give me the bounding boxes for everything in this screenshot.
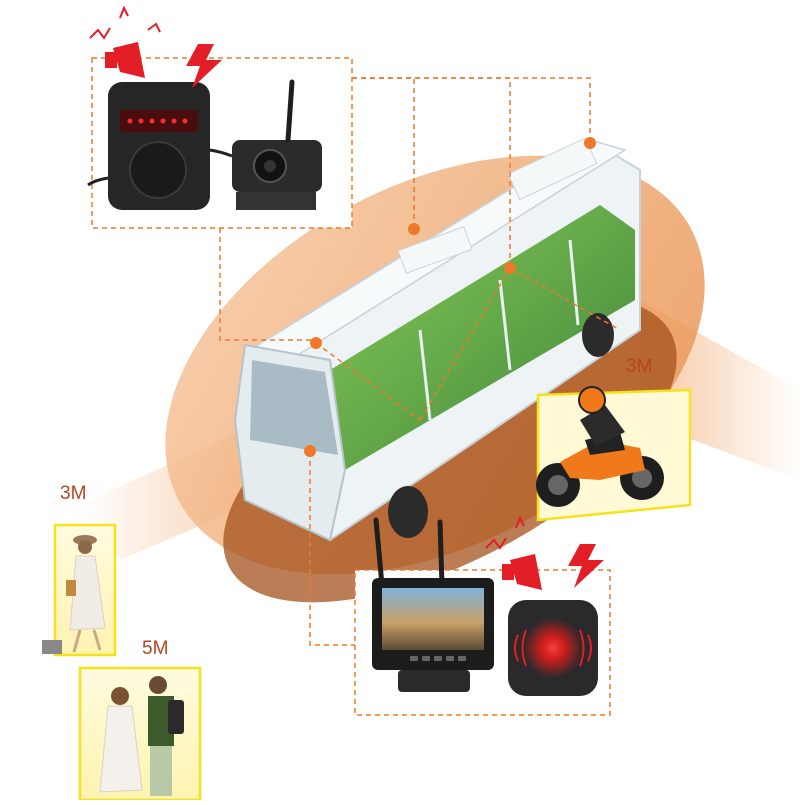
connector-line — [315, 342, 421, 421]
speaker-grille — [129, 141, 187, 199]
antenna-icon — [437, 519, 445, 588]
bus-windows — [330, 205, 635, 470]
buzzer-alarm-unit — [508, 600, 598, 696]
connector-line — [419, 267, 511, 421]
pedestrian-trousers — [150, 746, 172, 796]
pedestrian-dress — [99, 705, 143, 793]
rear-camera-unit — [209, 79, 322, 210]
alarm-speaker-icon — [502, 554, 542, 590]
antenna-icon — [285, 79, 295, 143]
connector-line — [509, 267, 621, 331]
sensor-point — [304, 445, 316, 457]
motorcycle-rider — [536, 386, 664, 507]
sound-wave-icon — [485, 515, 525, 550]
connector-line — [309, 452, 355, 646]
roof-unit-front — [397, 226, 473, 274]
antenna-icon — [373, 517, 385, 588]
pedestrian-backpack — [168, 700, 184, 734]
front-wheel — [388, 486, 428, 538]
rider-helmet — [578, 386, 606, 414]
speaker-leds — [127, 118, 188, 124]
sensor-point — [408, 223, 420, 235]
sound-wave-icon — [89, 5, 161, 40]
ground-shadow — [42, 640, 62, 654]
distance-label-left-far: 5M — [142, 638, 169, 659]
speaker-led-panel — [120, 110, 198, 132]
pedestrian-head — [149, 676, 167, 694]
sensor-point — [310, 337, 322, 349]
pedestrian-leg — [72, 629, 82, 653]
pedestrian-head — [111, 687, 129, 705]
bus — [233, 137, 641, 542]
monitor-screen — [382, 588, 484, 650]
pedestrian-leg — [92, 629, 102, 651]
pedestrian-couple — [99, 676, 184, 796]
camera-bracket — [236, 192, 316, 210]
monitor-stand — [398, 670, 470, 692]
sensor-point — [504, 262, 516, 274]
rear-wheel — [582, 313, 614, 357]
window-divider — [418, 329, 432, 421]
pedestrian-woman — [66, 535, 106, 653]
sensor-point — [584, 137, 596, 149]
window-divider — [498, 279, 512, 371]
speaker-cable — [87, 176, 109, 187]
alarm-speaker-unit — [87, 82, 210, 210]
roof-unit-rear — [507, 137, 598, 201]
camera-lens-center — [264, 160, 276, 172]
camera-cable — [209, 148, 233, 158]
sensor-points — [304, 137, 596, 457]
buzzer-light — [523, 618, 583, 678]
lightning-bolt-icon — [568, 544, 604, 588]
monitor-unit — [372, 517, 494, 692]
pedestrian-head — [78, 540, 92, 554]
distance-label-left-near: 3M — [60, 483, 87, 504]
bus-windshield — [250, 360, 338, 455]
lightning-bolt-icon — [186, 44, 222, 88]
pedestrian-dress — [69, 555, 106, 631]
monitor-buttons — [410, 656, 466, 661]
connector-line — [352, 77, 591, 143]
sound-wave-icon — [514, 629, 592, 667]
pedestrian-bag — [66, 580, 76, 596]
alarm-speaker-icon — [105, 42, 145, 78]
window-divider — [568, 239, 580, 326]
rider-body — [580, 405, 625, 446]
distance-label-right: 3M — [626, 356, 653, 377]
